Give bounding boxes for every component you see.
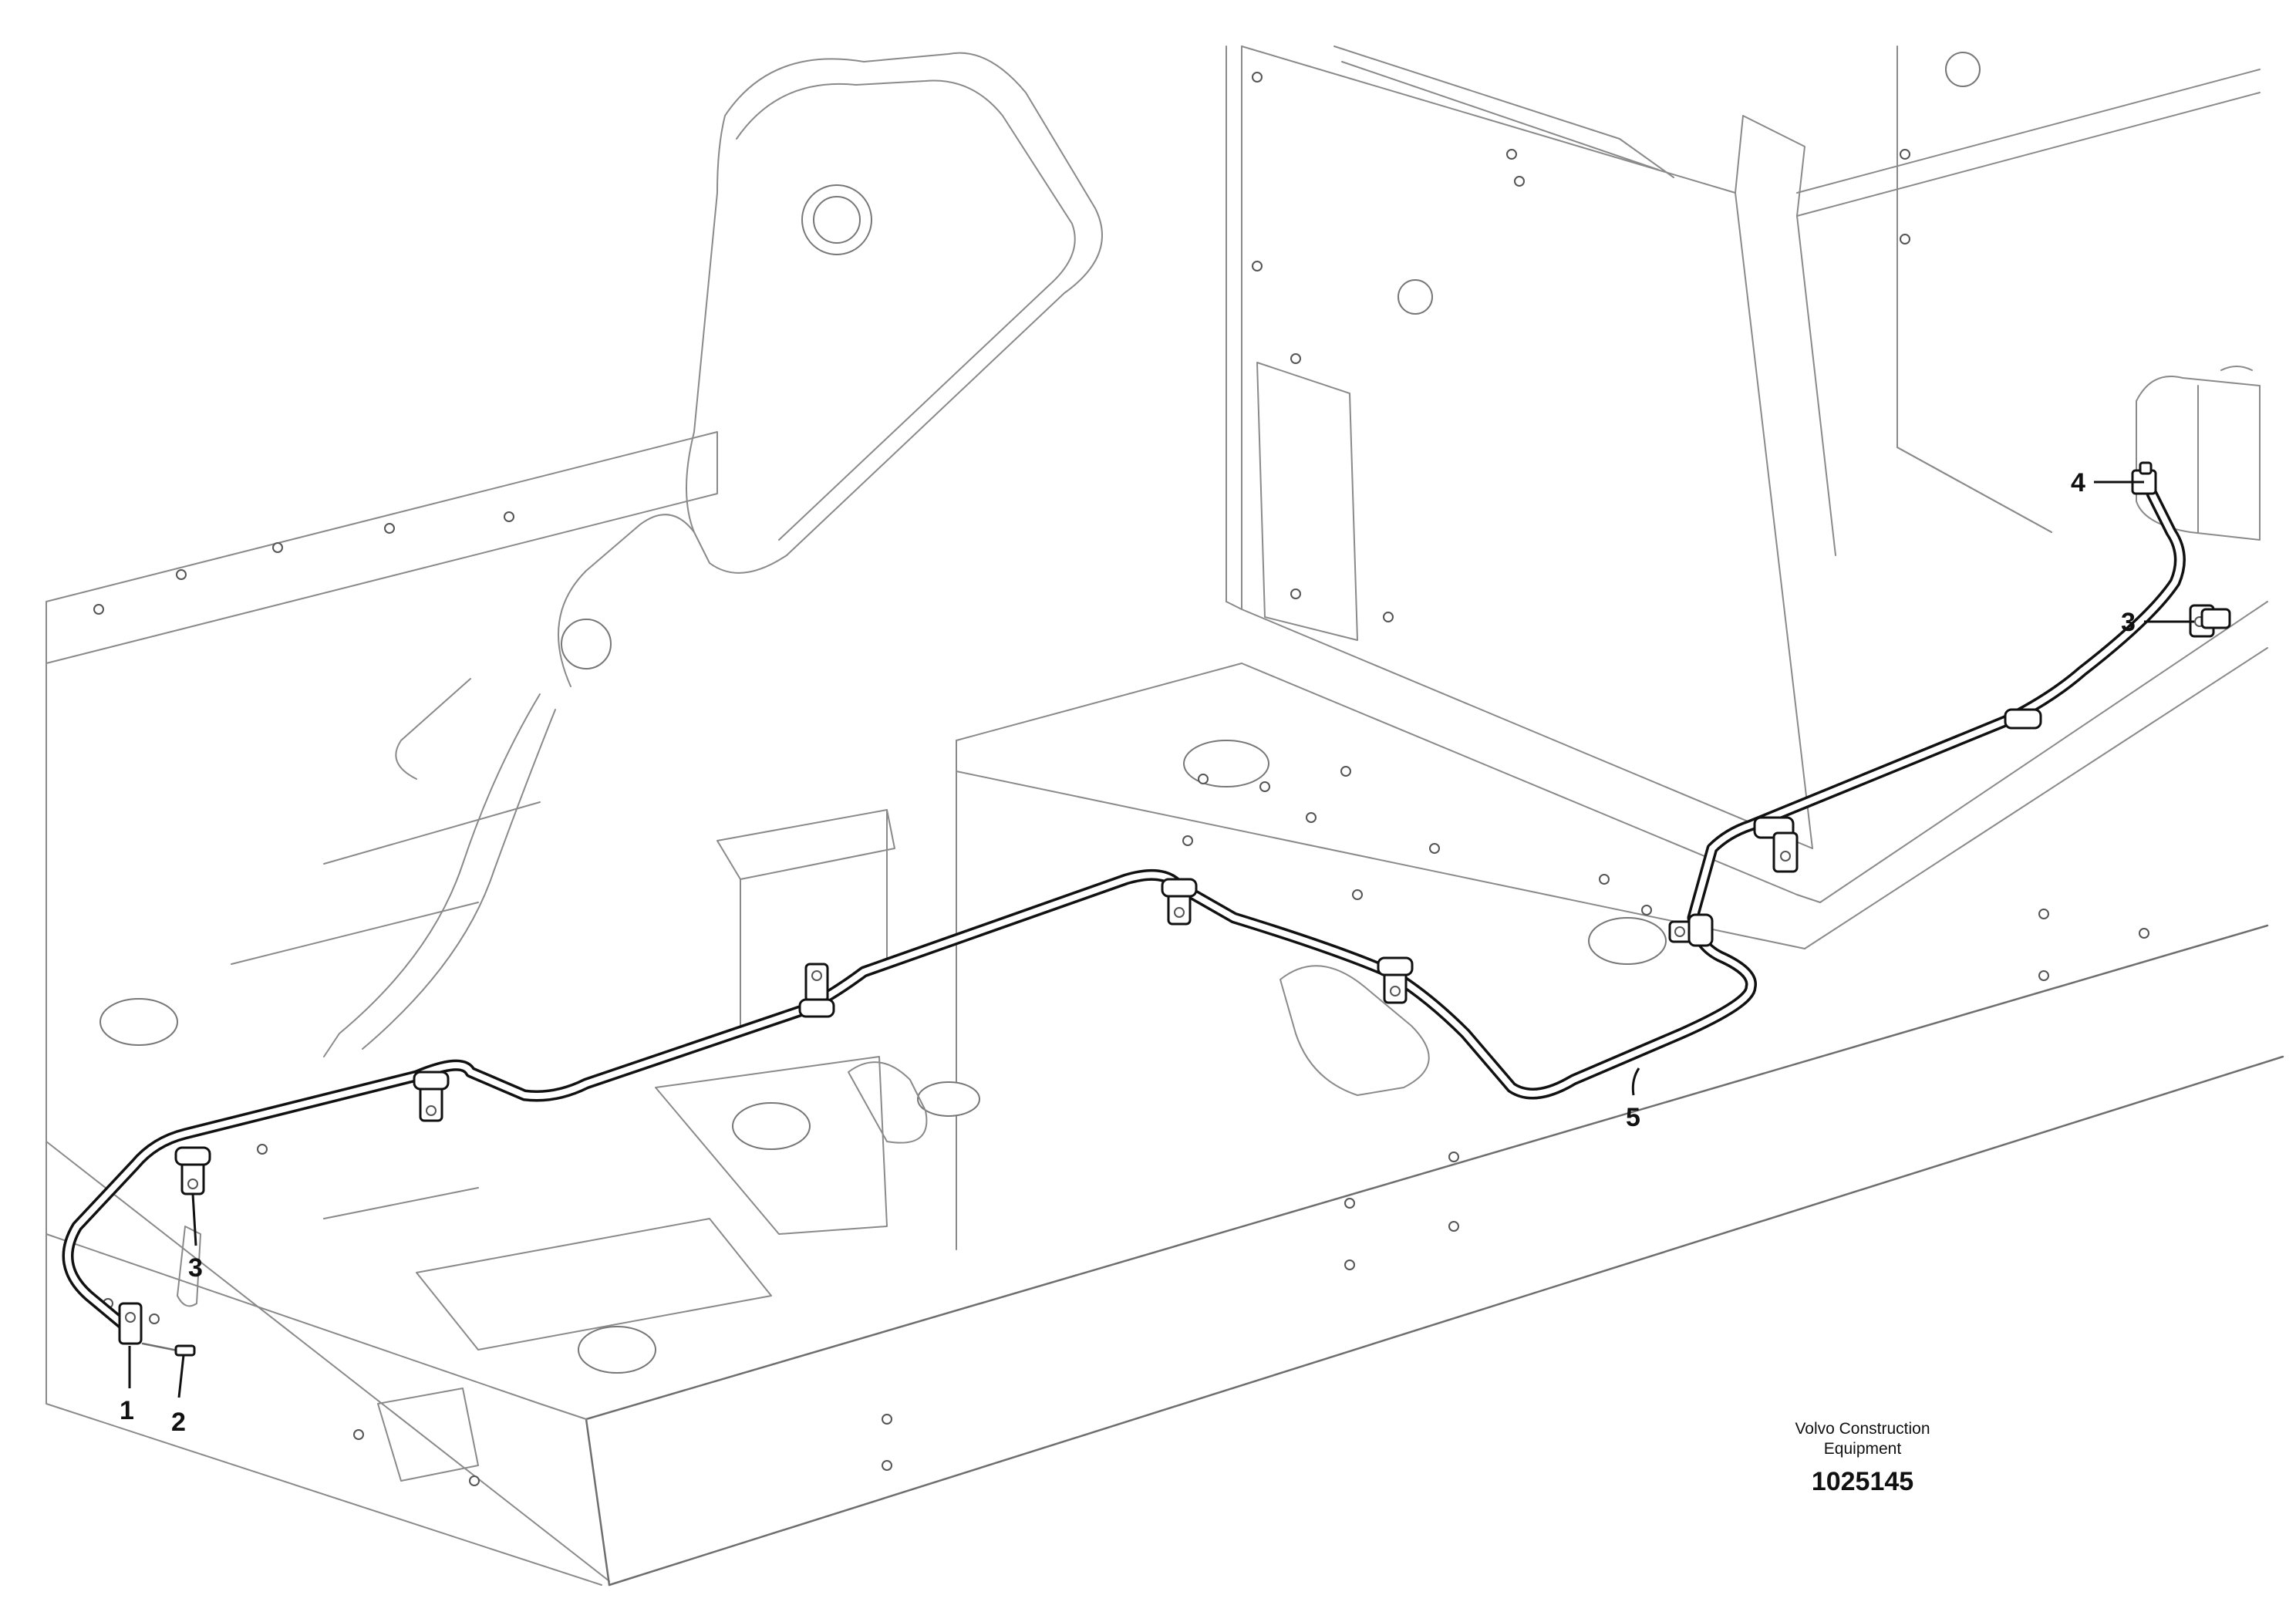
- clamp: [413, 1071, 450, 1122]
- leader-lines: [128, 481, 2194, 1398]
- clamp: [1753, 816, 1799, 873]
- manufacturer-block: Volvo Construction Equipment 1025145: [1747, 1419, 1978, 1497]
- callout-3-right: 3: [2121, 608, 2136, 637]
- clamp: [174, 1146, 211, 1195]
- clamp: [1377, 956, 1414, 1004]
- clamp: [1668, 913, 1714, 947]
- hose-assembly: [62, 487, 2186, 1340]
- bracket-item-1: [118, 1302, 143, 1345]
- brand-line-1: Volvo Construction: [1795, 1420, 1930, 1438]
- clamp: [798, 963, 835, 1018]
- brand-line-2: Equipment: [1823, 1440, 1902, 1458]
- callout-4: 4: [2071, 468, 2085, 497]
- callout-labels: 1 2 3 3 4 5: [120, 468, 2136, 1437]
- clamp: [1161, 878, 1198, 926]
- hose-clamps: [174, 604, 2231, 1195]
- callout-2: 2: [171, 1408, 186, 1437]
- callout-5: 5: [1626, 1103, 1640, 1132]
- clamp: [2004, 708, 2042, 730]
- drawing-number: 1025145: [1811, 1467, 1914, 1496]
- callout-1: 1: [120, 1396, 134, 1425]
- nipple-item-2: [174, 1344, 196, 1357]
- end-fittings: [118, 461, 2157, 1357]
- callout-3-left: 3: [188, 1253, 203, 1283]
- frame-structure: [46, 46, 2284, 1587]
